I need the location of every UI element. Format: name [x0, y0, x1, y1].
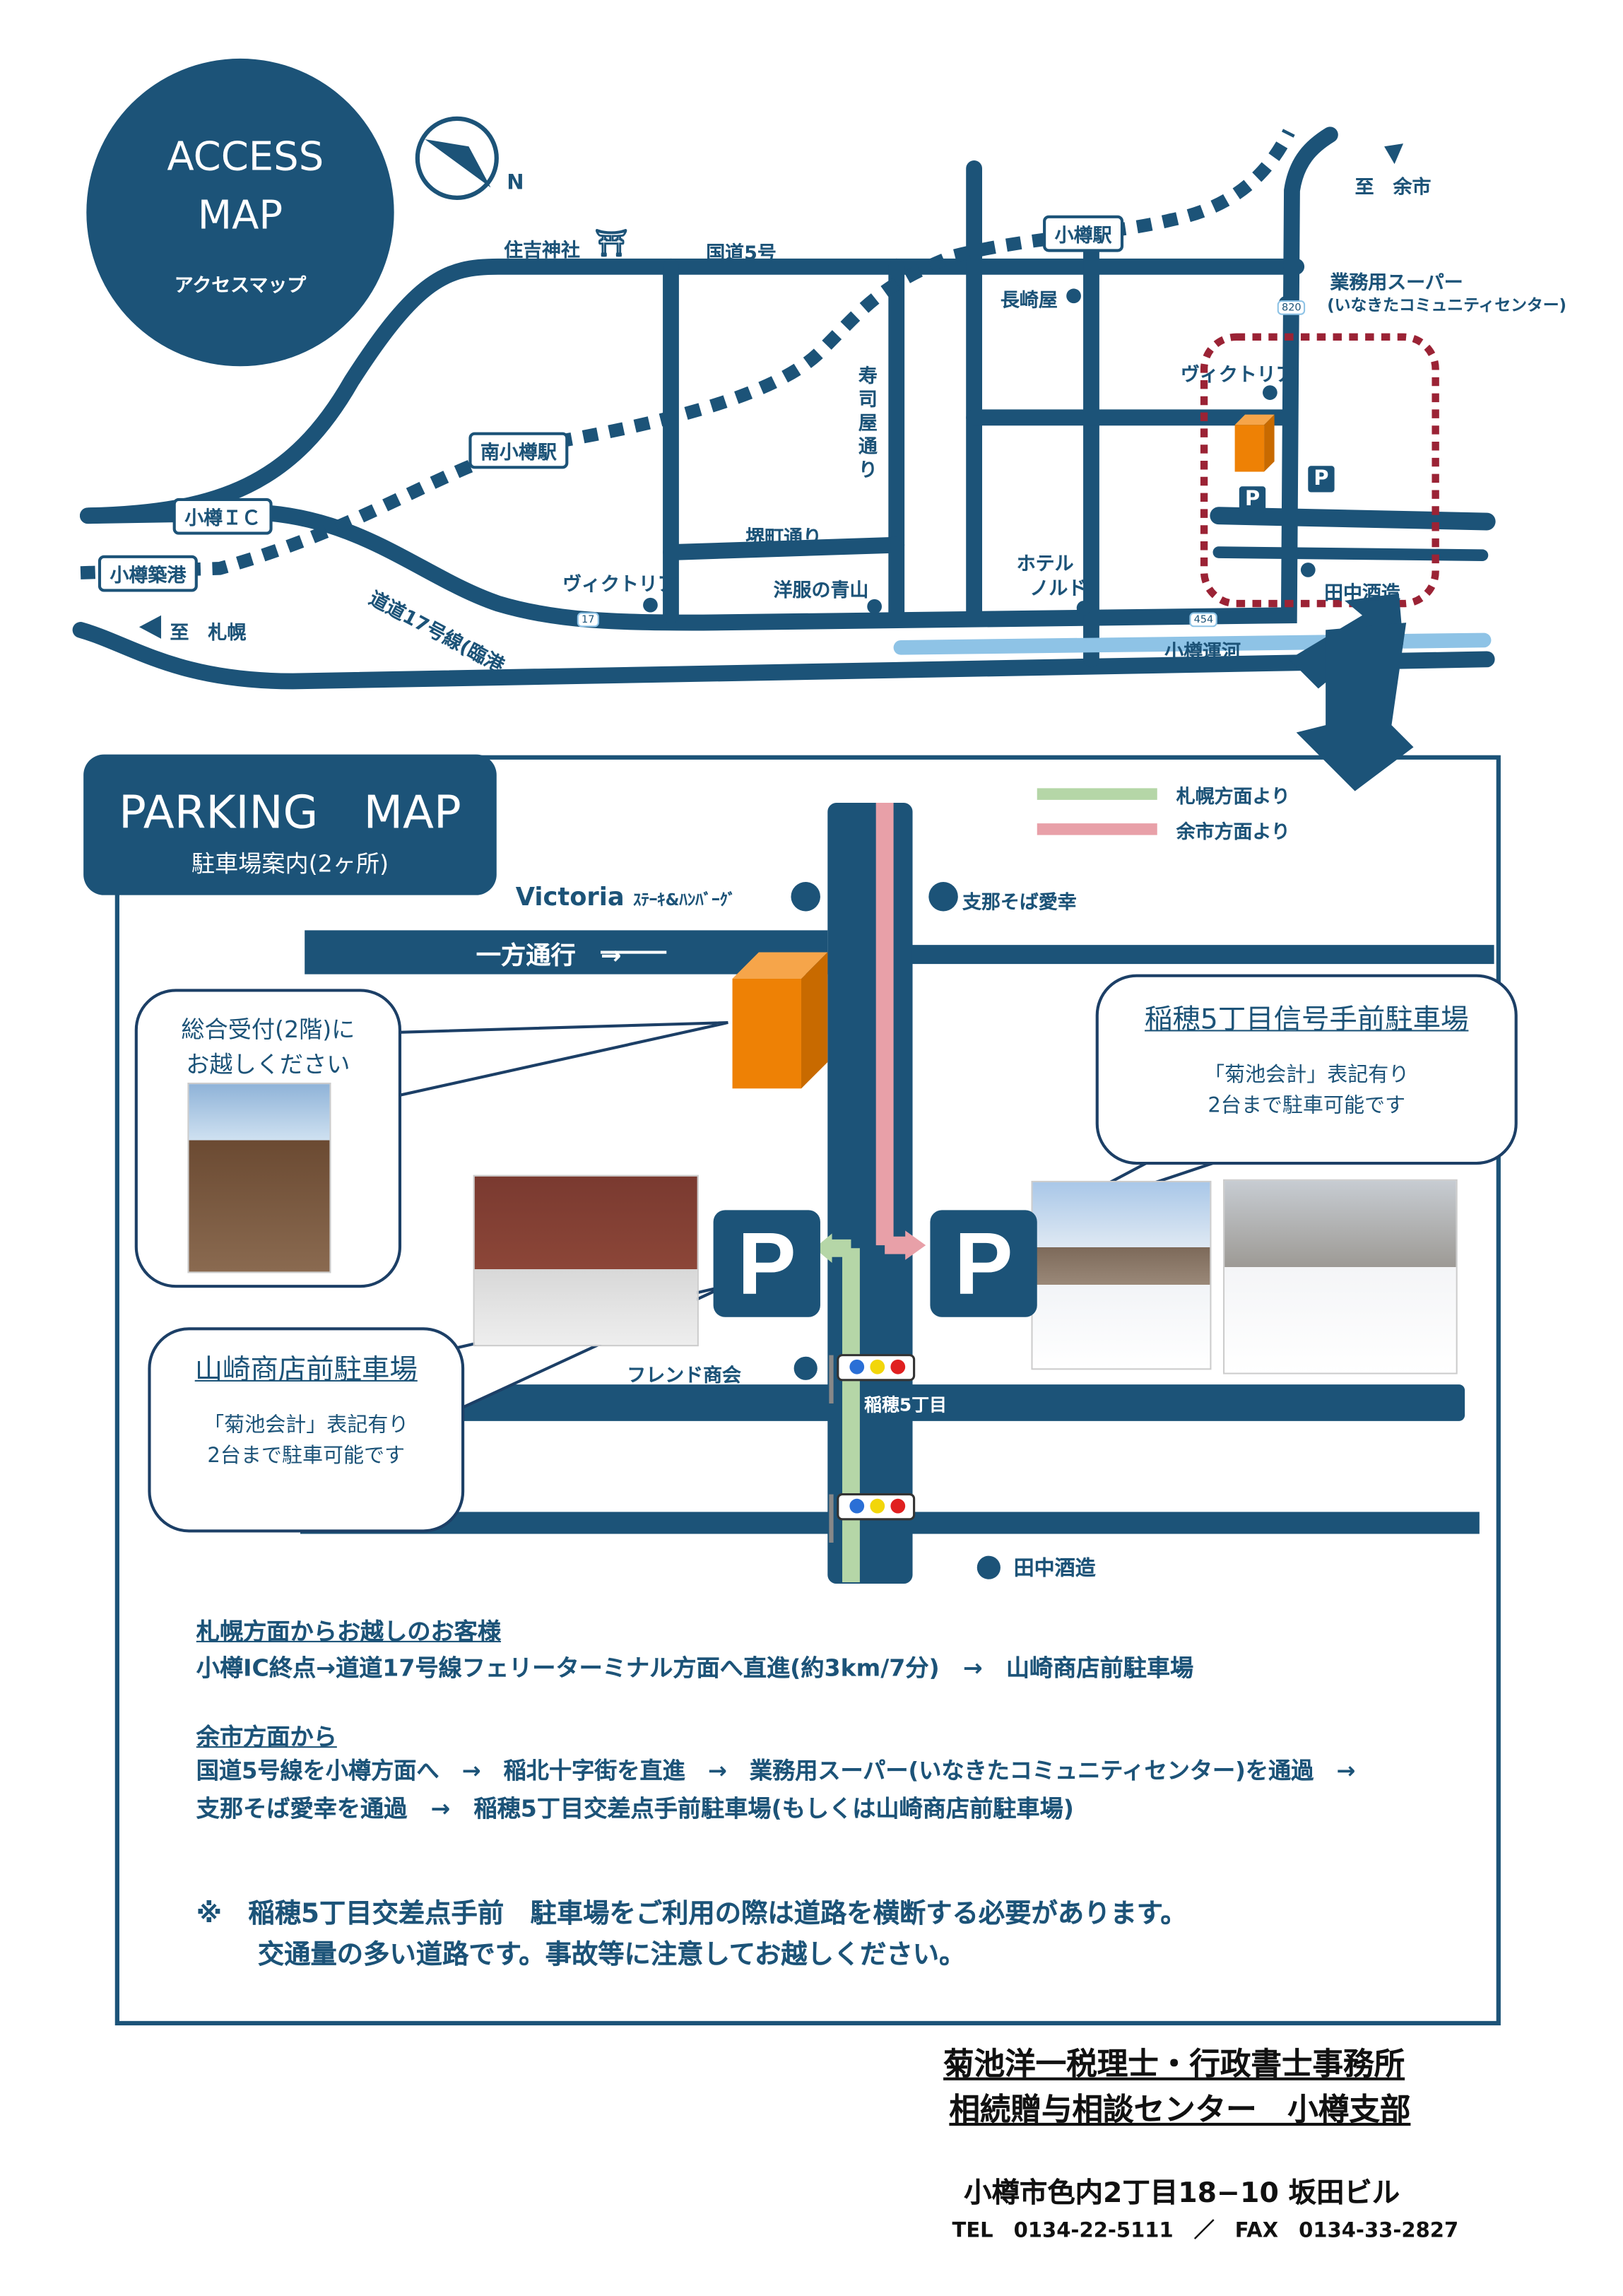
- label-inaho: 稲穂5丁目: [864, 1394, 947, 1415]
- route-shield-454: 454: [1189, 612, 1218, 628]
- poi-dots: [643, 288, 1316, 616]
- parking-yamazaki-icon: P: [713, 1210, 820, 1317]
- label-tanaka-sake: 田中酒造: [1324, 583, 1400, 606]
- access-map-badge: [86, 58, 394, 367]
- label-otaru-ic: 小樽ＩＣ: [172, 498, 273, 535]
- label-gyomu-super: 業務用スーパー: [1330, 272, 1463, 295]
- label-victoria-top: ヴィクトリア: [1180, 365, 1295, 387]
- yamazaki-lot-line2: 2台まで駐車可能です: [207, 1444, 406, 1468]
- shrine-icon: ⛩: [594, 228, 629, 259]
- label-to-yoichi: 至 余市: [1355, 177, 1432, 199]
- parking-inaho-icon: P: [930, 1210, 1037, 1317]
- sapporo-heading: 札幌方面からお越しのお客様: [196, 1617, 502, 1646]
- office-building-big-icon: [732, 952, 828, 1089]
- office-name: 菊池洋一税理士・行政書士事務所: [943, 2047, 1405, 2082]
- railway: [80, 129, 1295, 579]
- title-line1: ACCESS: [167, 134, 324, 180]
- label-sushiya-dori: 寿司屋通り: [858, 366, 878, 483]
- label-otaru-station: 小樽駅: [1043, 215, 1124, 252]
- arrow-yoichi-icon: [1384, 143, 1404, 165]
- access-map-subtitle: アクセスマップ: [174, 275, 307, 298]
- inaho-lot-line1: 「菊池会計」表記有り: [1204, 1064, 1410, 1088]
- compass-n: N: [507, 171, 524, 195]
- yoichi-line1: 国道5号線を小樽方面へ → 稲北十字街を直進 → 業務用スーパー(いなきたコミュ…: [196, 1758, 1356, 1785]
- parking-icon: P: [1239, 486, 1266, 513]
- label-hotel-nord: ホテル: [1016, 553, 1074, 576]
- parking-area-highlight: [1200, 333, 1439, 608]
- inaho-lot-callout: 稲穂5丁目信号手前駐車場 「菊池会計」表記有り 2台まで駐車可能です: [1095, 974, 1518, 1165]
- access-map-title: ACCESS MAP: [167, 129, 324, 246]
- label-gyomu-super-sub: (いなきたコミュニティセンター): [1327, 295, 1566, 315]
- legend-sapporo: 札幌方面より: [1176, 787, 1290, 809]
- label-sakaimachi: 堺町通り: [745, 527, 822, 550]
- legend-yoichi: 余市方面より: [1176, 822, 1290, 844]
- traffic-light-icon: [829, 1493, 916, 1543]
- label-victoria-bottom: ヴィクトリア: [562, 574, 677, 596]
- label-aoyama: 洋服の青山: [773, 579, 869, 603]
- inaho-lot-line2: 2台まで駐車可能です: [1208, 1094, 1406, 1118]
- yamazaki-lot-line1: 「菊池会計」表記有り: [203, 1413, 409, 1437]
- big-arrow-icon: [1296, 623, 1414, 791]
- label-otaru-chikko: 小樽築港: [98, 555, 198, 592]
- parking-map-frame: [114, 755, 1501, 2026]
- route-shield-17: 17: [577, 612, 599, 628]
- one-way-road: [305, 930, 828, 975]
- parking-map-title-tab: PARKING MAP 駐車場案内(2ヶ所): [83, 754, 497, 895]
- note-line1: ※ 稲穂5丁目交差点手前 駐車場をご利用の際は道路を横断する必要があります。: [196, 1898, 1187, 1930]
- yoichi-heading: 余市方面から: [196, 1722, 337, 1751]
- victoria-sub: ｽﾃｰｷ&ﾊﾝﾊﾞｰｸﾞ: [632, 890, 736, 910]
- label-hotel-nord-2: ノルド: [1029, 578, 1087, 601]
- label-sumiyoshi: 住吉神社: [504, 240, 580, 263]
- route-shield-820: 820: [1277, 300, 1306, 315]
- office-building-icon: [1234, 414, 1275, 472]
- office-building-photo: [187, 1083, 331, 1273]
- inaho-lot-photo-2: [1223, 1179, 1458, 1374]
- label-minami-otaru: 南小樽駅: [468, 432, 569, 469]
- yamazaki-store-photo: [473, 1175, 699, 1347]
- label-to-sapporo: 至 札幌: [170, 623, 247, 645]
- parking-icon: P: [1308, 466, 1335, 493]
- parking-map-subtitle: 駐車場案内(2ヶ所): [191, 849, 389, 878]
- reception-line1: 総合受付(2階)に: [181, 1015, 355, 1044]
- label-route5: 国道5号: [706, 243, 777, 266]
- phone-fax: TEL 0134-22-5111 ／ FAX 0134-33-2827: [952, 2219, 1459, 2243]
- label-one-way: 一方通行 →: [476, 942, 622, 972]
- label-shina-soba: 支那そば愛幸: [962, 892, 1077, 914]
- yoichi-line2: 支那そば愛幸を通過 → 稲穂5丁目交差点手前駐車場(もしくは山崎商店前駐車場): [196, 1794, 1074, 1823]
- arrow-sapporo-icon: [138, 615, 162, 639]
- center-name: 相続贈与相談センター 小樽支部: [949, 2092, 1411, 2128]
- victoria-name: Victoria: [515, 883, 625, 913]
- inaho-lot-title: 稲穂5丁目信号手前駐車場: [1145, 1003, 1469, 1036]
- label-canal: 小樽運河: [1164, 642, 1241, 664]
- note-line2: 交通量の多い道路です。事故等に注意してお越しください。: [257, 1939, 966, 1971]
- reception-line2: お越しください: [186, 1050, 350, 1078]
- label-tanaka: 田中酒造: [1013, 1557, 1096, 1581]
- traffic-light-icon: [829, 1354, 916, 1404]
- main-road: [827, 803, 913, 1584]
- inaho-lot-photo-1: [1031, 1180, 1212, 1370]
- title-line2: MAP: [197, 193, 283, 239]
- label-nagasakiya: 長崎屋: [1000, 290, 1058, 312]
- sapporo-text: 小樽IC終点→道道17号線フェリーターミナル方面へ直進(約3km/7分) → 山…: [196, 1654, 1194, 1682]
- label-friend: フレンド商会: [627, 1365, 742, 1388]
- compass-icon: [415, 116, 499, 200]
- address: 小樽市色内2丁目18−10 坂田ビル: [964, 2177, 1400, 2210]
- yamazaki-lot-callout: 山崎商店前駐車場 「菊池会計」表記有り 2台まで駐車可能です: [148, 1327, 465, 1533]
- parking-map-title: PARKING MAP: [119, 787, 461, 840]
- label-victoria: Victoria ｽﾃｰｷ&ﾊﾝﾊﾞｰｸﾞ: [516, 883, 736, 912]
- reception-callout: 総合受付(2階)に お越しください: [134, 989, 402, 1288]
- yamazaki-lot-title: 山崎商店前駐車場: [194, 1353, 418, 1387]
